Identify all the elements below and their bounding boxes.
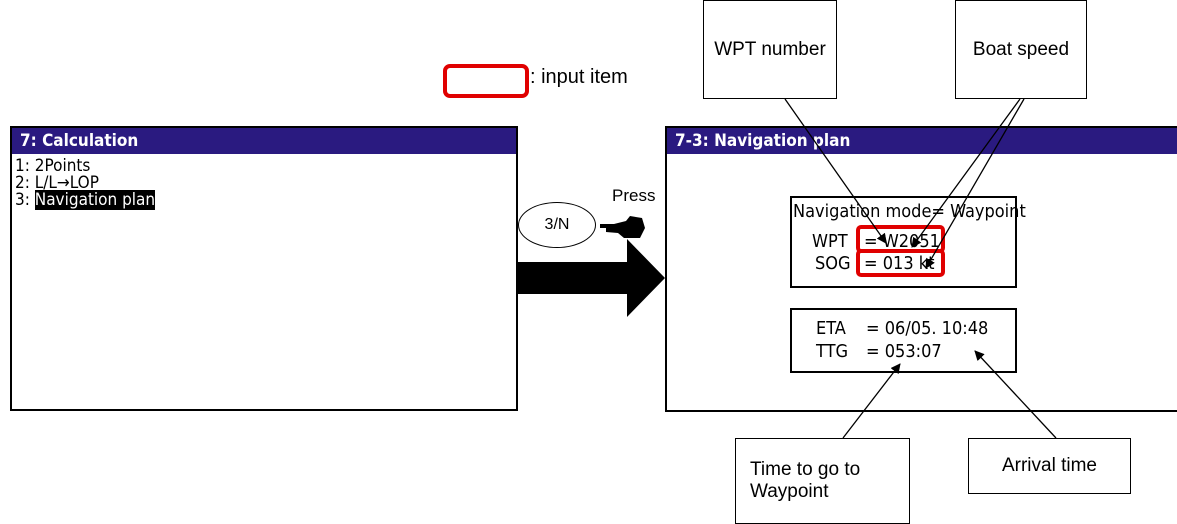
- callout-arrival-time: Arrival time: [968, 438, 1131, 494]
- calculation-title: 7: Calculation: [12, 128, 516, 154]
- callout-wpt-number-text: WPT number: [714, 38, 826, 60]
- press-text: Press: [612, 186, 656, 205]
- callout-arrival-time-text: Arrival time: [1001, 455, 1097, 476]
- calculation-screen: 7: Calculation 1: 2Points 2: L/L→LOP 3: …: [10, 126, 518, 411]
- menu-item-navigation-plan[interactable]: 3: Navigation plan: [15, 190, 516, 210]
- eta-key: ETA: [816, 318, 846, 339]
- callout-wpt-number: WPT number: [703, 0, 837, 99]
- sog-input-highlight: [856, 249, 945, 277]
- callout-time-to-go-line1: Time to go to: [750, 459, 861, 480]
- menu-item-navigation-plan-number: 3:: [15, 190, 35, 210]
- wpt-number-leader: [784, 98, 887, 244]
- sog-value[interactable]: = 013 kt: [864, 253, 935, 274]
- big-right-arrow: [518, 239, 665, 317]
- sog-key: SOG: [815, 253, 851, 274]
- callout-boat-speed-text: Boat speed: [972, 38, 1070, 60]
- navigation-mode-label: Navigation mode= Waypoint: [793, 201, 1026, 222]
- callout-time-to-go: Time to go to Waypoint: [735, 438, 910, 524]
- menu-item-navigation-plan-label: Navigation plan: [34, 190, 156, 210]
- wpt-key: WPT: [812, 231, 848, 252]
- ttg-key: TTG: [816, 341, 849, 362]
- ttg-value: = 053:07: [866, 341, 942, 362]
- boat-speed-leader-wpt: [911, 98, 1021, 248]
- menu-item-ll-lop[interactable]: 2: L/L→LOP: [15, 173, 99, 193]
- time-to-go-leader: [842, 363, 901, 439]
- eta-ttg-box: [790, 308, 1017, 373]
- navigation-mode-box: [790, 196, 1017, 288]
- callout-boat-speed: Boat speed: [955, 0, 1087, 99]
- arrival-time-leader: [974, 350, 1057, 439]
- key-3n-button: 3/N: [518, 202, 596, 248]
- key-3n-label: 3/N: [544, 216, 570, 233]
- eta-value: = 06/05. 10:48: [866, 318, 989, 339]
- menu-item-2points[interactable]: 1: 2Points: [15, 156, 91, 176]
- input-item-legend-text: : input item: [530, 66, 628, 88]
- navigation-plan-title: 7-3: Navigation plan: [667, 128, 1177, 154]
- pointing-hand-icon: [600, 216, 645, 238]
- callout-time-to-go-line2: Waypoint: [750, 481, 829, 502]
- boat-speed-leader-sog: [925, 98, 1025, 269]
- input-item-legend-swatch: [443, 64, 529, 98]
